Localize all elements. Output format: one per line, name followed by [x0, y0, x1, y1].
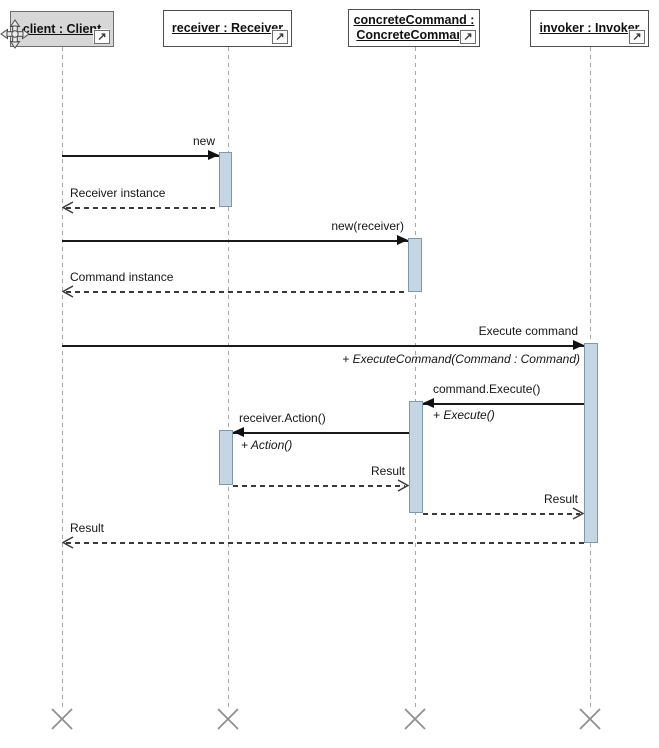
lifeline-concrete-command[interactable]: [415, 47, 416, 707]
lifeline-head-concrete-command[interactable]: concreteCommand : ConcreteCommand ↗: [348, 9, 480, 47]
navigate-icon[interactable]: ↗: [629, 30, 645, 44]
activation-receiver-1[interactable]: [219, 152, 232, 207]
lifeline-receiver[interactable]: [228, 47, 229, 707]
message-label: Command instance: [70, 270, 174, 284]
message-signature: + Action(): [241, 438, 293, 452]
message-label: Result: [370, 464, 405, 478]
open-arrowhead-icon: [572, 507, 585, 520]
message-signature: + ExecuteCommand(Command : Command): [342, 352, 580, 366]
activation-concrete-command-2[interactable]: [409, 401, 423, 513]
message-line: [66, 291, 408, 293]
destruction-x-icon[interactable]: [577, 706, 603, 732]
message-command-execute[interactable]: command.Execute() + Execute(): [423, 382, 584, 428]
navigate-icon[interactable]: ↗: [460, 30, 476, 44]
message-line: [233, 485, 405, 487]
activation-concrete-command-1[interactable]: [408, 238, 422, 292]
message-line: [62, 155, 219, 157]
arrowhead-icon: [397, 235, 408, 245]
arrowhead-icon: [423, 398, 434, 408]
arrowhead-icon: [233, 427, 244, 437]
navigate-icon[interactable]: ↗: [94, 30, 110, 44]
open-arrowhead-icon: [61, 536, 74, 549]
message-label: Receiver instance: [70, 186, 166, 200]
message-line: [62, 240, 408, 242]
open-arrowhead-icon: [61, 285, 74, 298]
lifeline-name: receiver : Receiver: [171, 21, 284, 35]
message-line: [66, 542, 584, 544]
arrowhead-icon: [208, 150, 219, 160]
arrowhead-icon: [573, 340, 584, 350]
lifeline-name: client : Client: [22, 21, 102, 36]
message-label: receiver.Action(): [239, 411, 326, 425]
message-label: Result: [70, 521, 105, 535]
open-arrowhead-icon: [397, 479, 410, 492]
destruction-x-icon[interactable]: [215, 706, 241, 732]
move-cursor-icon: [0, 19, 30, 54]
message-line: [423, 403, 584, 405]
lifeline-head-receiver[interactable]: receiver : Receiver ↗: [163, 10, 292, 47]
lifeline-head-client[interactable]: client : Client ↗: [10, 11, 114, 47]
destruction-x-icon[interactable]: [49, 706, 75, 732]
activation-receiver-2[interactable]: [219, 430, 233, 485]
message-result-to-invoker[interactable]: Result: [423, 492, 585, 522]
navigate-icon[interactable]: ↗: [272, 30, 288, 44]
message-result-to-client[interactable]: Result: [61, 521, 584, 551]
message-execute-command[interactable]: Execute command + ExecuteCommand(Command…: [62, 324, 584, 370]
message-label: Result: [543, 492, 578, 506]
message-line: [423, 513, 580, 515]
message-command-instance[interactable]: Command instance: [61, 270, 408, 300]
destruction-x-icon[interactable]: [402, 706, 428, 732]
open-arrowhead-icon: [61, 201, 74, 214]
message-receiver-instance[interactable]: Receiver instance: [61, 186, 219, 216]
message-signature: + Execute(): [433, 408, 495, 422]
message-result-to-concrete-command[interactable]: Result: [233, 464, 410, 494]
message-label: new(receiver): [331, 219, 404, 233]
message-line: [62, 345, 584, 347]
message-label: command.Execute(): [433, 382, 541, 396]
message-label: Execute command: [478, 324, 578, 338]
lifeline-name: concreteCommand : ConcreteCommand: [353, 13, 475, 42]
lifeline-client[interactable]: [62, 47, 63, 707]
activation-invoker[interactable]: [584, 343, 598, 543]
message-new[interactable]: new: [62, 134, 219, 164]
message-new-receiver[interactable]: new(receiver): [62, 219, 408, 249]
message-label: new: [192, 134, 215, 148]
message-line: [66, 207, 219, 209]
lifeline-head-invoker[interactable]: invoker : Invoker ↗: [530, 10, 649, 47]
lifeline-name: invoker : Invoker: [539, 21, 640, 35]
message-receiver-action[interactable]: receiver.Action() + Action(): [233, 411, 409, 457]
message-line: [233, 432, 409, 434]
